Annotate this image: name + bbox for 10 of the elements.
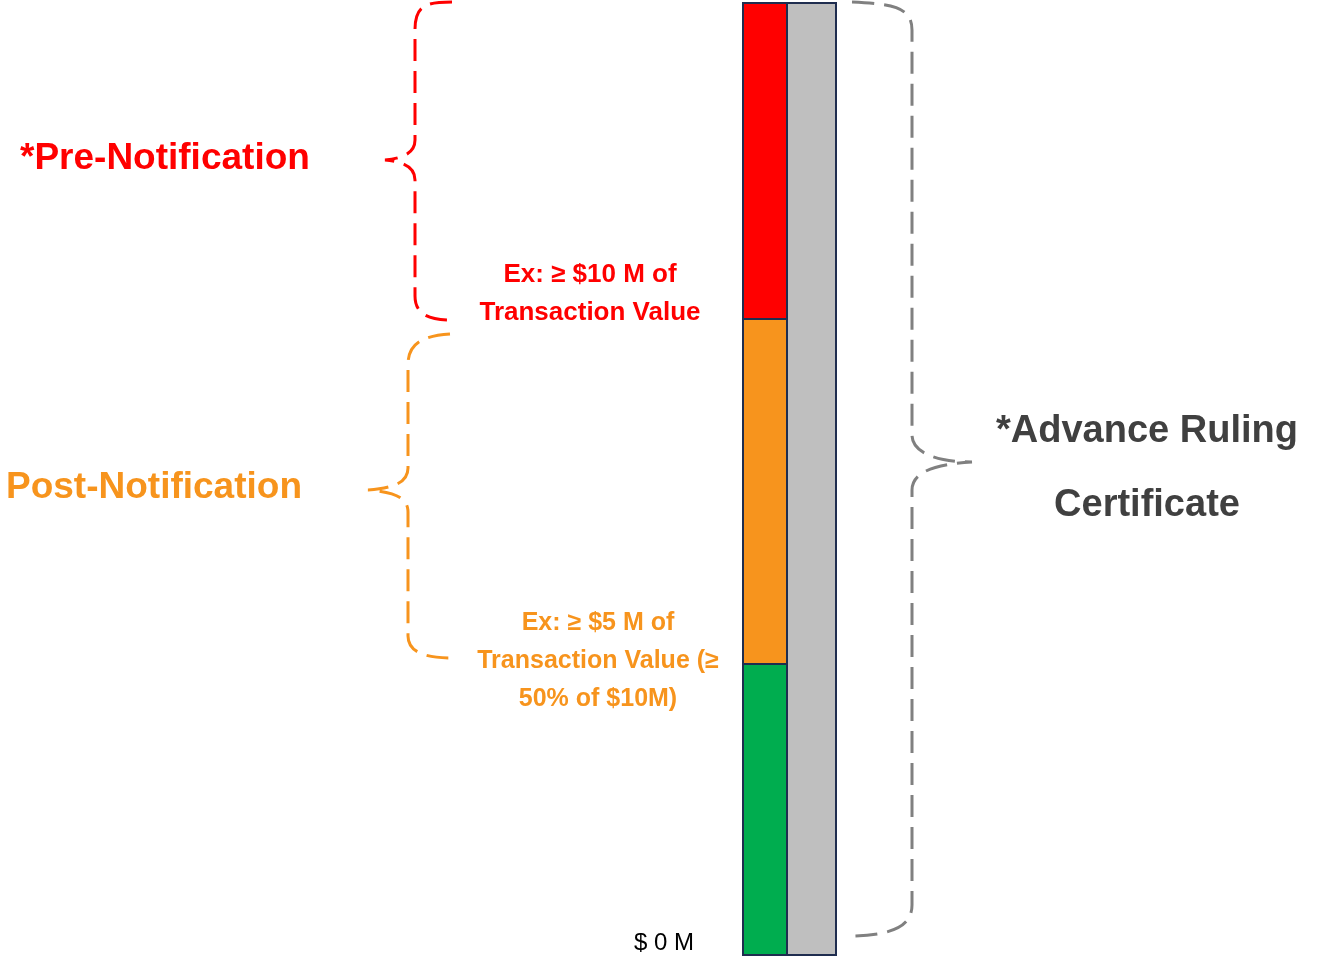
heading: Post-Notification [6, 465, 302, 507]
threshold-note: Ex: ≥ $5 M of Transaction Value (≥ 50% of $10M) [476, 606, 720, 713]
bar-segment [742, 663, 788, 956]
bar-segment [742, 2, 788, 320]
bar-segment [742, 318, 788, 665]
axis-label: $ 0 M [634, 928, 695, 956]
heading: *Pre-Notification [20, 136, 310, 178]
bar-segment [786, 2, 837, 956]
threshold-note: Ex: ≥ $10 M of Transaction Value [478, 257, 702, 328]
heading: *Advance Ruling Certificate [995, 407, 1299, 526]
